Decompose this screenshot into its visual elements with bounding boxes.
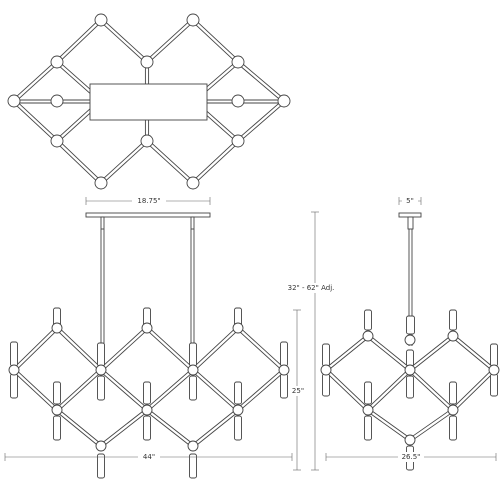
light-can	[364, 415, 372, 441]
dim-drop: 32" - 62" Adj.	[288, 284, 335, 292]
front-node	[95, 440, 107, 452]
light-can	[189, 375, 197, 401]
light-can	[449, 309, 457, 331]
front-node	[51, 404, 63, 416]
side-node	[404, 334, 416, 346]
side-node	[488, 364, 500, 376]
top-view	[7, 13, 291, 190]
dim-height: 25"	[292, 387, 304, 395]
front-light-cans	[10, 307, 288, 479]
light-can	[406, 375, 414, 399]
top-view-node	[50, 94, 64, 108]
top-view-nodes	[7, 13, 291, 190]
light-can	[143, 415, 151, 441]
light-can	[449, 381, 457, 405]
front-view	[8, 212, 290, 479]
top-view-node	[140, 134, 154, 148]
side-view	[320, 212, 500, 471]
light-can	[53, 415, 61, 441]
dim-depth: 26.5"	[402, 453, 421, 461]
light-can	[10, 341, 18, 367]
front-canopy-plate	[85, 212, 211, 218]
top-view-node	[231, 134, 245, 148]
side-node	[362, 404, 374, 416]
top-view-node	[231, 55, 245, 69]
dim-top-width: 18.75"	[137, 197, 160, 205]
light-can	[53, 381, 61, 405]
side-canopy-plate	[398, 212, 422, 218]
light-can	[189, 453, 197, 479]
dim-canopy-side: 5"	[406, 197, 414, 205]
side-node	[320, 364, 332, 376]
side-node	[362, 330, 374, 342]
top-view-node	[50, 55, 64, 69]
top-view-node	[140, 55, 154, 69]
light-can	[364, 309, 372, 331]
front-lattice	[12, 326, 286, 448]
front-node	[141, 404, 153, 416]
front-node	[51, 322, 63, 334]
light-can	[449, 415, 457, 441]
light-can	[10, 373, 18, 399]
front-nodes	[8, 322, 290, 452]
light-can	[234, 381, 242, 405]
side-node	[447, 330, 459, 342]
front-node	[278, 364, 290, 376]
front-node	[187, 440, 199, 452]
light-can	[97, 342, 105, 367]
front-node	[141, 322, 153, 334]
side-node	[404, 434, 416, 446]
light-can	[322, 343, 330, 367]
side-node	[447, 404, 459, 416]
top-view-node	[94, 13, 108, 27]
top-view-node	[7, 94, 21, 108]
top-view-node	[186, 13, 200, 27]
top-view-node	[94, 176, 108, 190]
light-can	[280, 373, 288, 399]
light-can	[143, 381, 151, 405]
front-node	[232, 404, 244, 416]
top-view-canopy	[89, 83, 208, 121]
light-can	[406, 349, 414, 367]
light-can	[97, 453, 105, 479]
top-view-node	[231, 94, 245, 108]
light-can	[280, 341, 288, 367]
side-nodes	[320, 330, 500, 446]
light-can	[97, 375, 105, 401]
light-can	[364, 381, 372, 405]
light-can	[490, 373, 498, 397]
light-can	[490, 343, 498, 367]
dim-length: 44"	[143, 453, 155, 461]
front-node	[95, 364, 107, 376]
light-can	[234, 415, 242, 441]
side-lattice	[324, 334, 496, 442]
light-can	[322, 373, 330, 397]
side-node	[404, 364, 416, 376]
front-node	[8, 364, 20, 376]
top-view-node	[186, 176, 200, 190]
top-view-node	[50, 134, 64, 148]
top-view-node	[277, 94, 291, 108]
light-can	[189, 342, 197, 367]
front-node	[187, 364, 199, 376]
front-node	[232, 322, 244, 334]
